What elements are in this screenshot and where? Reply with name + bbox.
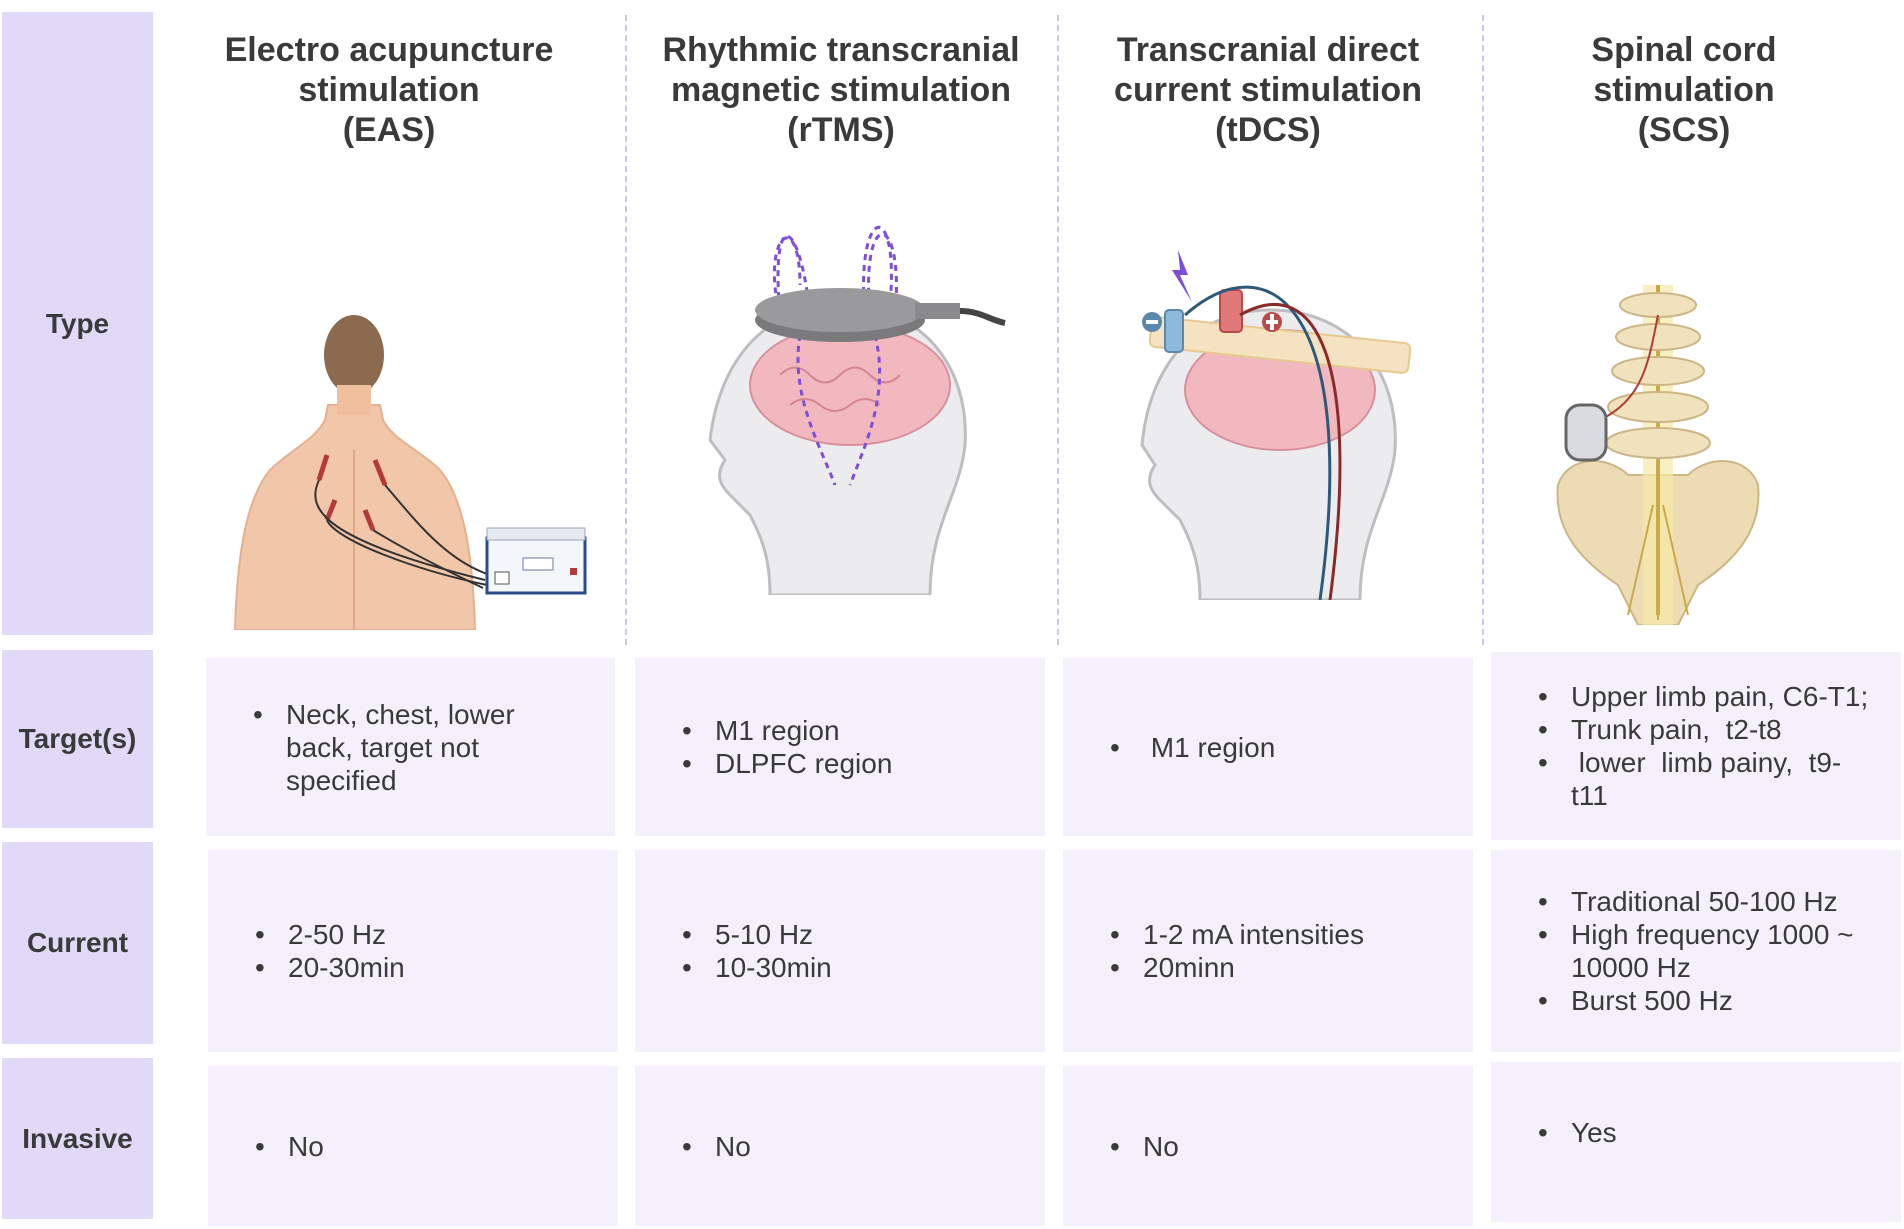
list-item: 5-10 Hz — [682, 918, 832, 951]
spine-implanted-stimulator-illustration — [1556, 285, 1760, 625]
current-list-tdcs: 1-2 mA intensities 20minn — [1063, 918, 1364, 984]
current-cell-rtms: 5-10 Hz 10-30min — [635, 850, 1045, 1052]
row-header-targets: Target(s) — [2, 650, 153, 828]
head-electrode-headband-illustration — [1140, 250, 1412, 600]
targets-list-tdcs: M1 region — [1063, 731, 1275, 764]
list-item: lower limb painy, t9-t11 — [1538, 746, 1871, 812]
row-header-type: Type — [2, 12, 153, 635]
list-item: 20minn — [1110, 951, 1364, 984]
invasive-list-rtms: No — [635, 1130, 751, 1163]
column-divider — [1057, 15, 1059, 645]
column-divider — [625, 15, 627, 645]
list-item: 20-30min — [255, 951, 405, 984]
list-item: DLPFC region — [682, 747, 892, 780]
row-header-type-label: Type — [45, 307, 110, 339]
list-item: 2-50 Hz — [255, 918, 405, 951]
invasive-cell-rtms: No — [635, 1066, 1045, 1226]
invasive-list-eas: No — [208, 1130, 324, 1163]
targets-list-scs: Upper limb pain, C6-T1; Trunk pain, t2-t… — [1491, 680, 1871, 812]
row-header-invasive-label: Invasive — [22, 1122, 133, 1154]
list-item: Upper limb pain, C6-T1; — [1538, 680, 1871, 713]
list-item: No — [682, 1130, 751, 1163]
column-title-tdcs: Transcranial direct current stimulation … — [1114, 31, 1422, 149]
head-magnetic-coil-illustration — [708, 225, 1006, 595]
current-cell-eas: 2-50 Hz 20-30min — [208, 850, 618, 1052]
column-divider — [1482, 15, 1484, 645]
column-title-eas: Electro acupuncture stimulation (EAS) — [224, 31, 554, 149]
targets-list-eas: Neck, chest, lower back, target not spec… — [206, 698, 586, 797]
list-item: Yes — [1538, 1116, 1616, 1149]
targets-list-rtms: M1 region DLPFC region — [635, 714, 892, 780]
list-item: 10-30min — [682, 951, 832, 984]
back-acupuncture-illustration — [233, 315, 587, 630]
row-header-current-label: Current — [26, 927, 129, 958]
invasive-cell-tdcs: No — [1063, 1066, 1473, 1226]
targets-cell-scs: Upper limb pain, C6-T1; Trunk pain, t2-t… — [1491, 652, 1901, 840]
current-list-eas: 2-50 Hz 20-30min — [208, 918, 405, 984]
list-item: No — [255, 1130, 324, 1163]
list-item: Trunk pain, t2-t8 — [1538, 713, 1871, 746]
current-list-scs: Traditional 50-100 Hz High frequency 100… — [1491, 885, 1881, 1017]
list-item: High frequency 1000 ~ 10000 Hz — [1538, 918, 1881, 984]
list-item: No — [1110, 1130, 1179, 1163]
list-item: M1 region — [1110, 731, 1275, 764]
invasive-list-tdcs: No — [1063, 1130, 1179, 1163]
invasive-cell-eas: No — [208, 1066, 618, 1226]
column-title-scs: Spinal cord stimulation (SCS) — [1591, 31, 1777, 149]
list-item: Traditional 50-100 Hz — [1538, 885, 1881, 918]
targets-cell-eas: Neck, chest, lower back, target not spec… — [206, 658, 615, 836]
current-cell-scs: Traditional 50-100 Hz High frequency 100… — [1491, 850, 1901, 1052]
current-cell-tdcs: 1-2 mA intensities 20minn — [1063, 850, 1473, 1052]
invasive-cell-scs: Yes — [1491, 1062, 1901, 1222]
targets-cell-tdcs: M1 region — [1063, 658, 1473, 836]
list-item: 1-2 mA intensities — [1110, 918, 1364, 951]
invasive-list-scs: Yes — [1491, 1116, 1616, 1149]
list-item: Burst 500 Hz — [1538, 984, 1881, 1017]
row-header-invasive: Invasive — [2, 1058, 153, 1219]
list-item: M1 region — [682, 714, 892, 747]
list-item: Neck, chest, lower back, target not spec… — [253, 698, 586, 797]
row-header-targets-label: Target(s) — [18, 723, 137, 754]
current-list-rtms: 5-10 Hz 10-30min — [635, 918, 832, 984]
row-header-current: Current — [2, 842, 153, 1044]
column-title-rtms: Rhythmic transcranial magnetic stimulati… — [662, 31, 1020, 149]
targets-cell-rtms: M1 region DLPFC region — [635, 658, 1045, 836]
